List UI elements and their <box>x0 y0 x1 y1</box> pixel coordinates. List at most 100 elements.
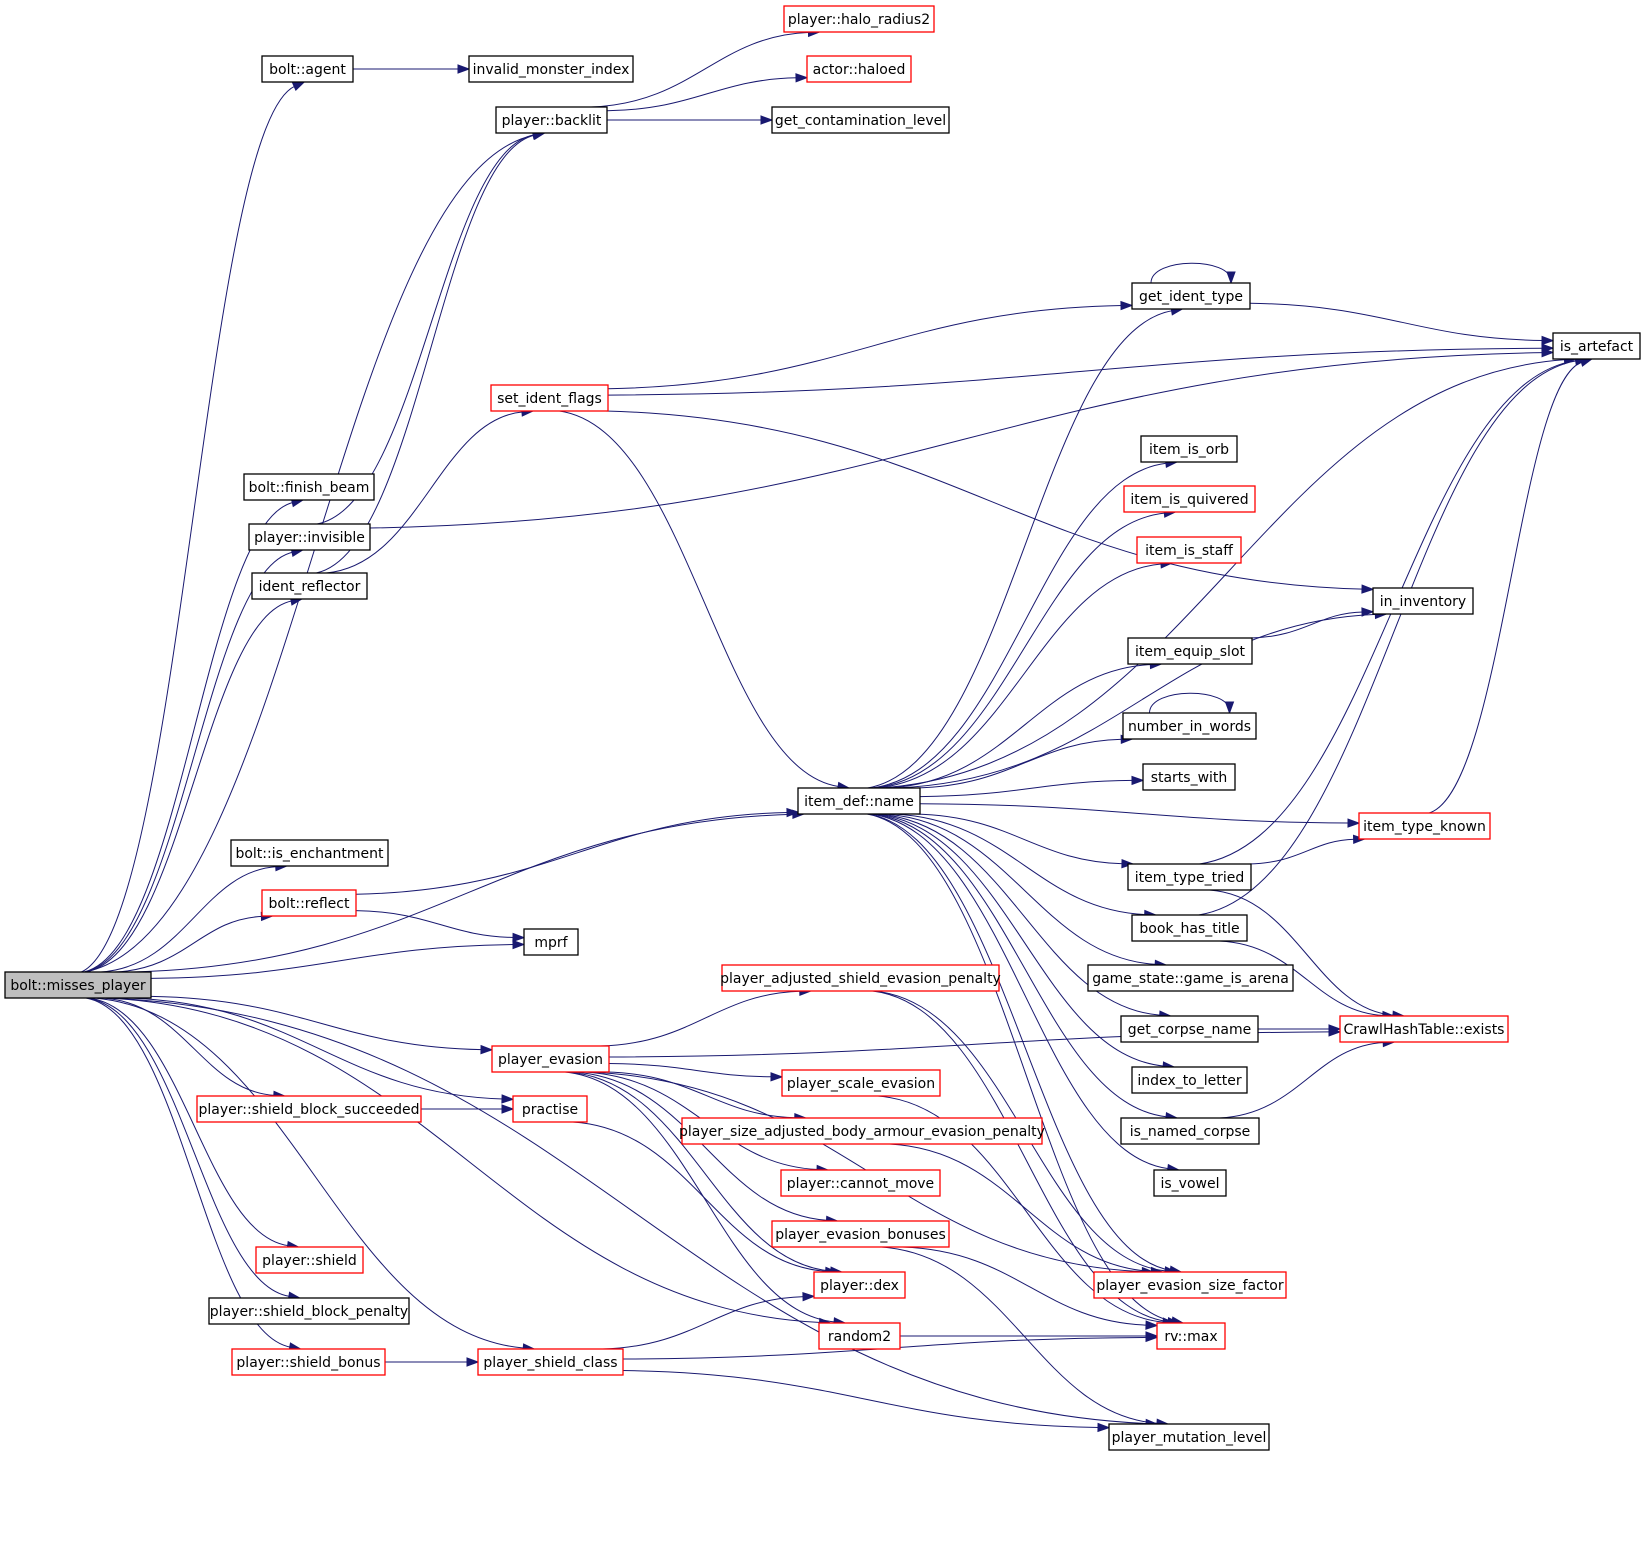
node-is-vowel[interactable]: is_vowel <box>1153 1169 1227 1197</box>
node-item-is-orb[interactable]: item_is_orb <box>1140 435 1238 463</box>
node-get-contamination-level[interactable]: get_contamination_level <box>771 106 950 134</box>
node-label: bolt::reflect <box>269 896 350 912</box>
node-label: item_equip_slot <box>1135 644 1246 660</box>
node-hash-exists[interactable]: CrawlHashTable::exists <box>1339 1015 1509 1043</box>
node-box <box>1153 1169 1227 1197</box>
node-rv-max[interactable]: rv::max <box>1156 1322 1226 1350</box>
node-box <box>1156 1322 1226 1350</box>
node-box <box>1120 1015 1259 1043</box>
node-box <box>243 473 375 501</box>
node-label: is_named_corpse <box>1130 1124 1251 1140</box>
node-size-adj-armour[interactable]: player_size_adjusted_body_armour_evasion… <box>679 1117 1045 1145</box>
node-box <box>721 964 1000 992</box>
node-shield-class[interactable]: player_shield_class <box>477 1348 624 1376</box>
node-label: practise <box>522 1102 578 1118</box>
edge-misses_player-to-random2 <box>106 997 833 1328</box>
node-label: bolt::misses_player <box>10 978 146 994</box>
node-box <box>1108 1423 1270 1451</box>
node-shield-bonus[interactable]: player::shield_bonus <box>231 1348 386 1376</box>
node-random2[interactable]: random2 <box>818 1322 901 1350</box>
edge-size_adj_armour-to-evasion_size_factor <box>889 1143 1164 1277</box>
node-box <box>780 1169 941 1197</box>
node-starts-with[interactable]: starts_with <box>1142 763 1236 791</box>
edge-agent-to-invalid_monster_index <box>353 64 471 74</box>
node-box <box>1358 812 1491 840</box>
node-shield-block-penalty[interactable]: player::shield_block_penalty <box>208 1297 410 1325</box>
node-evasion-bonuses[interactable]: player_evasion_bonuses <box>771 1220 950 1248</box>
node-label: item_is_orb <box>1149 442 1229 458</box>
node-number-in-words[interactable]: number_in_words <box>1122 712 1257 740</box>
node-box <box>255 1246 364 1274</box>
node-box <box>523 928 579 956</box>
edge-misses_player-to-item_name <box>133 809 806 973</box>
node-shield[interactable]: player::shield <box>255 1246 364 1274</box>
edge-item_type_known-to-is_artefact <box>1429 357 1594 814</box>
node-item-is-staff[interactable]: item_is_staff <box>1136 536 1242 564</box>
node-item-is-quivered[interactable]: item_is_quivered <box>1123 485 1256 513</box>
node-adj-shield-penalty[interactable]: player_adjusted_shield_evasion_penalty <box>720 964 1001 992</box>
node-agent[interactable]: bolt::agent <box>261 55 354 83</box>
node-haloed[interactable]: actor::haloed <box>806 55 912 83</box>
edge-misses_player-to-shield <box>88 997 301 1251</box>
node-scale-evasion[interactable]: player_scale_evasion <box>781 1069 941 1097</box>
node-backlit[interactable]: player::backlit <box>495 106 608 134</box>
node-game-is-arena[interactable]: game_state::game_is_arena <box>1087 964 1294 992</box>
node-item-equip-slot[interactable]: item_equip_slot <box>1127 637 1253 665</box>
node-get-corpse-name[interactable]: get_corpse_name <box>1120 1015 1259 1043</box>
node-set-ident-flags[interactable]: set_ident_flags <box>490 384 609 412</box>
node-is-artefact[interactable]: is_artefact <box>1552 332 1641 360</box>
edge-shield_bonus-to-shield_class <box>384 1357 480 1367</box>
node-in-inventory[interactable]: in_inventory <box>1372 587 1474 615</box>
node-label: player_adjusted_shield_evasion_penalty <box>720 971 1001 987</box>
node-label: number_in_words <box>1128 719 1251 735</box>
node-get-ident-type[interactable]: get_ident_type <box>1131 282 1251 310</box>
edge-item_name-to-in_inventory <box>895 609 1388 789</box>
node-evasion-size-factor[interactable]: player_evasion_size_factor <box>1093 1271 1287 1299</box>
node-shield-block-succeeded[interactable]: player::shield_block_succeeded <box>196 1095 422 1123</box>
node-mprf[interactable]: mprf <box>523 928 579 956</box>
node-book-has-title[interactable]: book_has_title <box>1131 914 1248 942</box>
node-label: player::shield_bonus <box>236 1355 380 1371</box>
node-box <box>818 1322 901 1350</box>
node-player-evasion[interactable]: player_evasion <box>491 1045 610 1073</box>
node-label: get_contamination_level <box>775 113 946 129</box>
node-is-enchantment[interactable]: bolt::is_enchantment <box>230 839 389 867</box>
edge-misses_player-to-player_evasion <box>150 995 494 1055</box>
node-box <box>797 787 921 815</box>
node-box <box>230 839 389 867</box>
node-misses-player[interactable]: bolt::misses_player <box>4 971 152 999</box>
node-halo-radius2[interactable]: player::halo_radius2 <box>783 5 935 33</box>
node-mutation-level[interactable]: player_mutation_level <box>1108 1423 1270 1451</box>
edge-player_evasion-to-scale_evasion <box>608 1063 784 1082</box>
node-invisible[interactable]: player::invisible <box>248 523 371 551</box>
node-box <box>1372 587 1474 615</box>
node-is-named-corpse[interactable]: is_named_corpse <box>1120 1117 1260 1145</box>
node-label: player::invisible <box>254 530 365 546</box>
node-box <box>1087 964 1294 992</box>
node-label: player::backlit <box>502 113 602 129</box>
node-ident-reflector[interactable]: ident_reflector <box>251 572 368 600</box>
node-practise[interactable]: practise <box>512 1095 588 1123</box>
node-label: item_is_staff <box>1145 543 1233 559</box>
node-index-to-letter[interactable]: index_to_letter <box>1131 1066 1248 1094</box>
node-label: player::shield_block_penalty <box>210 1304 408 1320</box>
edge-set_ident_flags-to-is_artefact <box>607 343 1555 396</box>
node-label: player_evasion_bonuses <box>775 1227 946 1243</box>
node-label: index_to_letter <box>1137 1073 1241 1089</box>
node-box <box>495 106 608 134</box>
node-label: player::dex <box>820 1278 899 1294</box>
node-finish-beam[interactable]: bolt::finish_beam <box>243 473 375 501</box>
node-cannot-move[interactable]: player::cannot_move <box>780 1169 941 1197</box>
node-reflect[interactable]: bolt::reflect <box>261 889 357 917</box>
node-item-type-tried[interactable]: item_type_tried <box>1127 863 1252 891</box>
node-dex[interactable]: player::dex <box>813 1271 906 1299</box>
node-invalid-monster-index[interactable]: invalid_monster_index <box>468 55 634 83</box>
edge-item_equip_slot-to-in_inventory <box>1250 607 1375 639</box>
node-label: invalid_monster_index <box>473 62 630 78</box>
node-item-type-known[interactable]: item_type_known <box>1358 812 1491 840</box>
node-box <box>1127 863 1252 891</box>
edge-get_ident_type-to-get_ident_type <box>1150 262 1236 285</box>
node-label: player::cannot_move <box>787 1176 934 1192</box>
node-item-name[interactable]: item_def::name <box>797 787 921 815</box>
node-box <box>1552 332 1641 360</box>
